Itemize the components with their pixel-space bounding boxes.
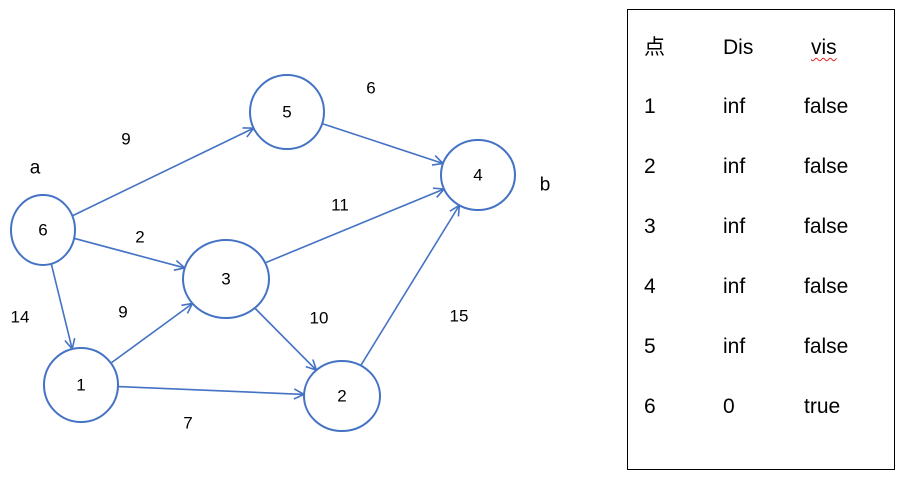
node-4	[440, 139, 516, 211]
edge-5-to-4	[321, 122, 443, 164]
node-label-1: 1	[76, 376, 85, 395]
edge-weight-3-to-4: 11	[331, 196, 349, 215]
row-2-node: 2	[644, 155, 656, 178]
row-5-vis: false	[804, 335, 849, 358]
row-5-node: 5	[644, 335, 656, 358]
row-2-dis: inf	[723, 155, 746, 178]
edge-1-to-3	[110, 303, 193, 364]
row-6-dis: 0	[723, 395, 735, 418]
node-label-4: 4	[473, 166, 482, 185]
row-4-dis: inf	[723, 275, 746, 298]
edge-1-to-2	[117, 385, 304, 395]
edge-3-to-2	[254, 307, 317, 370]
row-2-vis: false	[804, 155, 849, 178]
node-2	[303, 360, 381, 432]
edge-weight-6-to-1: 14	[11, 308, 30, 327]
node-1	[43, 347, 119, 423]
row-1-dis: inf	[723, 95, 746, 118]
row-5-dis: inf	[723, 335, 746, 358]
node-label-2: 2	[337, 387, 346, 406]
target-label: b	[540, 175, 551, 196]
row-6-node: 6	[644, 395, 656, 418]
row-1-vis: false	[804, 95, 849, 118]
edge-3-to-4	[264, 189, 444, 264]
edge-weight-6-to-3: 2	[135, 228, 144, 247]
distance-table: 点 Dis vis 1 inf false 2 inf false 3 inf …	[627, 9, 895, 470]
edge-6-to-1	[50, 263, 72, 349]
edge-2-to-4	[360, 205, 460, 366]
row-4-node: 4	[644, 275, 656, 298]
node-label-5: 5	[282, 103, 291, 122]
node-5	[249, 74, 325, 150]
edge-weight-5-to-4: 6	[366, 79, 375, 98]
node-label-3: 3	[221, 270, 230, 289]
row-3-node: 3	[644, 215, 656, 238]
node-6	[10, 194, 76, 266]
row-6-vis: true	[804, 395, 841, 418]
edge-6-to-3	[73, 237, 185, 268]
edge-weight-1-to-2: 7	[183, 414, 192, 433]
edge-weight-2-to-4: 15	[450, 307, 469, 326]
node-label-6: 6	[38, 221, 47, 240]
edge-weight-3-to-2: 10	[310, 309, 329, 328]
row-4-vis: false	[804, 275, 849, 298]
row-3-vis: false	[804, 215, 849, 238]
edge-6-to-5	[71, 128, 253, 217]
edge-weight-6-to-5: 9	[121, 130, 130, 149]
row-3-dis: inf	[723, 215, 746, 238]
row-1-node: 1	[644, 95, 656, 118]
source-label: a	[30, 158, 41, 179]
node-3	[182, 239, 270, 319]
edge-weight-1-to-3: 9	[118, 303, 127, 322]
header-node: 点	[644, 36, 665, 59]
header-vis: vis	[811, 36, 837, 59]
header-dis: Dis	[723, 36, 754, 59]
